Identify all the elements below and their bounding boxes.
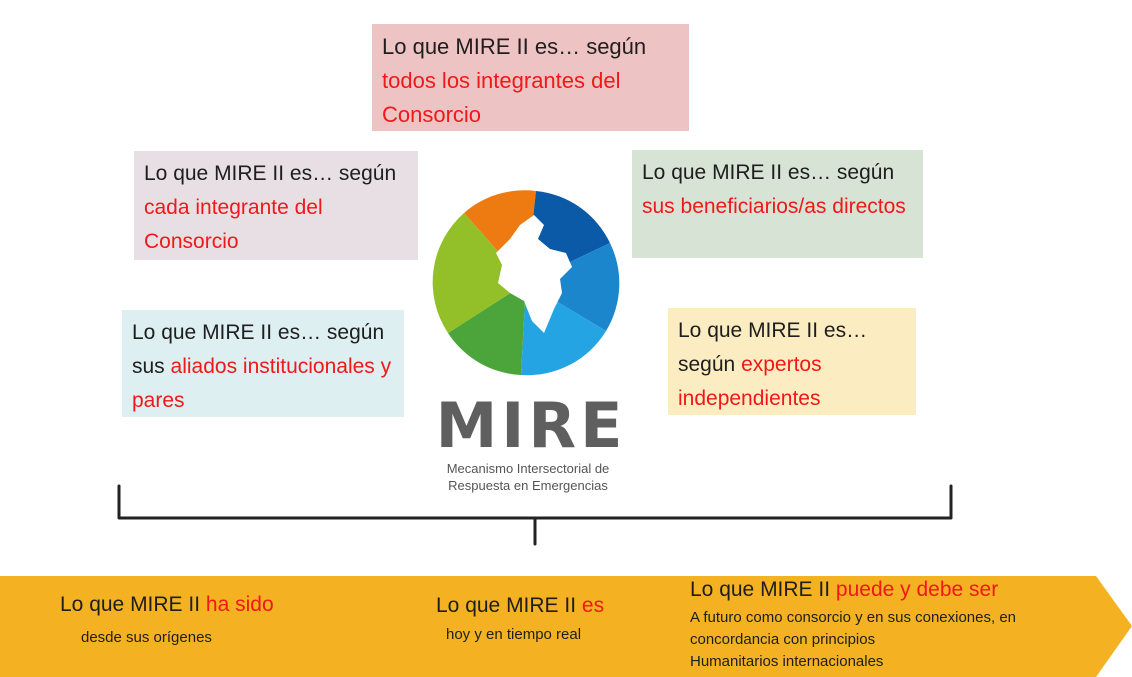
timeline-present-label: Lo que MIRE II es — [436, 593, 604, 619]
mire-wordmark: MIRE — [435, 389, 627, 462]
past-highlight: ha sido — [205, 593, 274, 616]
box-beneficiaries: Lo que MIRE II es… según sus beneficiari… — [632, 150, 923, 258]
box-highlight: todos los integrantes del Consorcio — [382, 68, 621, 127]
colombia-map-icon — [496, 215, 572, 333]
box-consortium-each: Lo que MIRE II es… según cada integrante… — [134, 151, 418, 260]
box-allies: Lo que MIRE II es… según sus aliados ins… — [122, 310, 404, 417]
present-highlight: es — [581, 594, 605, 617]
mire-logo-emblem — [432, 190, 620, 376]
box-highlight: sus beneficiarios/as directos — [642, 195, 906, 218]
present-prefix: Lo que MIRE II — [436, 594, 582, 617]
timeline-present-sub: hoy y en tiempo real — [446, 626, 582, 643]
future-sub-line: Humanitarios internacionales — [690, 653, 884, 670]
slide: Lo que MIRE II es… según todos los integ… — [10, 0, 1132, 677]
box-highlight: expertos independientes — [678, 353, 822, 410]
box-prefix: Lo que MIRE II es… según — [144, 162, 397, 185]
mire-subtitle: Mecanismo Intersectorial de Respuesta en… — [408, 460, 648, 494]
timeline-future-label: Lo que MIRE II puede y debe ser — [690, 577, 998, 603]
future-highlight: puede y debe ser — [835, 578, 999, 601]
timeline-future-sub: A futuro como consorcio y en sus conexio… — [690, 607, 1016, 673]
box-highlight: cada integrante del Consorcio — [144, 196, 323, 253]
future-prefix: Lo que MIRE II — [690, 578, 836, 601]
past-prefix: Lo que MIRE II — [60, 593, 206, 616]
box-prefix: Lo que MIRE II es… según — [382, 34, 647, 59]
mire-subtitle-line: Mecanismo Intersectorial de — [446, 461, 610, 476]
future-sub-line: concordancia con principios — [690, 631, 876, 648]
box-prefix: Lo que MIRE II es… según — [678, 319, 868, 376]
box-highlight: aliados institucionales y pares — [132, 355, 392, 412]
box-prefix: Lo que MIRE II es… según sus — [132, 321, 385, 378]
mire-subtitle-line: Respuesta en Emergencias — [448, 478, 608, 493]
curly-brace — [117, 484, 953, 546]
box-consortium-all: Lo que MIRE II es… según todos los integ… — [372, 24, 689, 131]
timeline-past-sub: desde sus orígenes — [81, 629, 212, 646]
box-prefix: Lo que MIRE II es… según — [642, 161, 895, 184]
timeline-past-label: Lo que MIRE II ha sido — [60, 592, 274, 618]
logo-circle — [432, 190, 620, 376]
future-sub-line: A futuro como consorcio y en sus conexio… — [690, 609, 1017, 626]
box-experts: Lo que MIRE II es… según expertos indepe… — [668, 308, 916, 415]
timeline-arrow — [0, 576, 1132, 677]
